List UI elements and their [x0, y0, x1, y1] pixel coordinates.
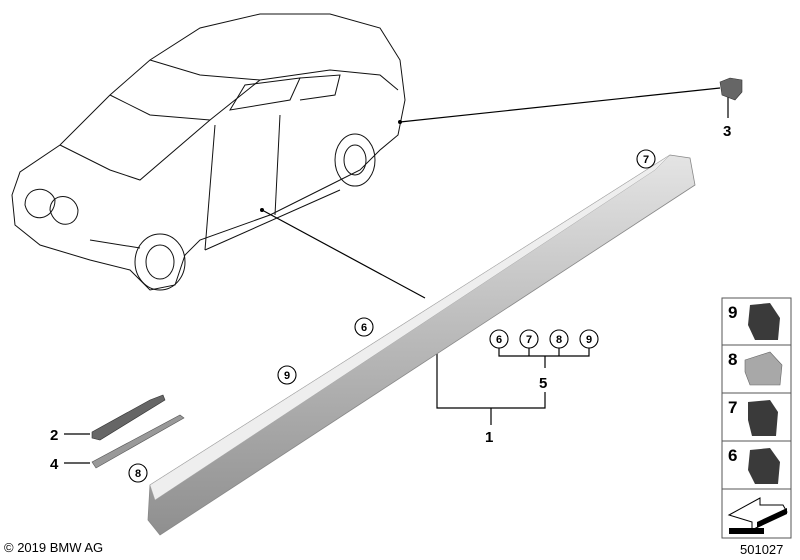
copyright-text: © 2019 BMW AG: [4, 540, 104, 555]
panel-label-8: 8: [728, 350, 737, 369]
callout-1: 1: [485, 429, 493, 446]
circled-6-sill: 6: [361, 322, 367, 334]
small-parts: [91, 77, 743, 469]
panel-label-7: 7: [728, 398, 737, 417]
circled-callouts: [128, 149, 656, 483]
side-sill: [147, 154, 696, 536]
group-circled-7: 7: [526, 334, 532, 346]
callout-5: 5: [539, 375, 547, 392]
parts-panel: [721, 297, 792, 539]
car-outline: [11, 13, 406, 291]
leader-lines: [64, 87, 729, 464]
group-circled-8: 8: [556, 334, 562, 346]
circled-8-sill: 8: [135, 468, 141, 480]
panel-label-9: 9: [728, 303, 737, 322]
arrow-icon: [727, 497, 788, 534]
circled-9-sill: 9: [284, 370, 290, 382]
callout-2: 2: [50, 427, 58, 444]
callout-3: 3: [723, 123, 731, 140]
diagram-id: 501027: [740, 542, 784, 557]
panel-label-6: 6: [728, 446, 737, 465]
group-circled-9: 9: [586, 334, 592, 346]
panel-parts: [744, 303, 783, 484]
circled-7-sill: 7: [643, 154, 649, 166]
group-circled-6: 6: [496, 334, 502, 346]
callout-4: 4: [50, 456, 59, 473]
